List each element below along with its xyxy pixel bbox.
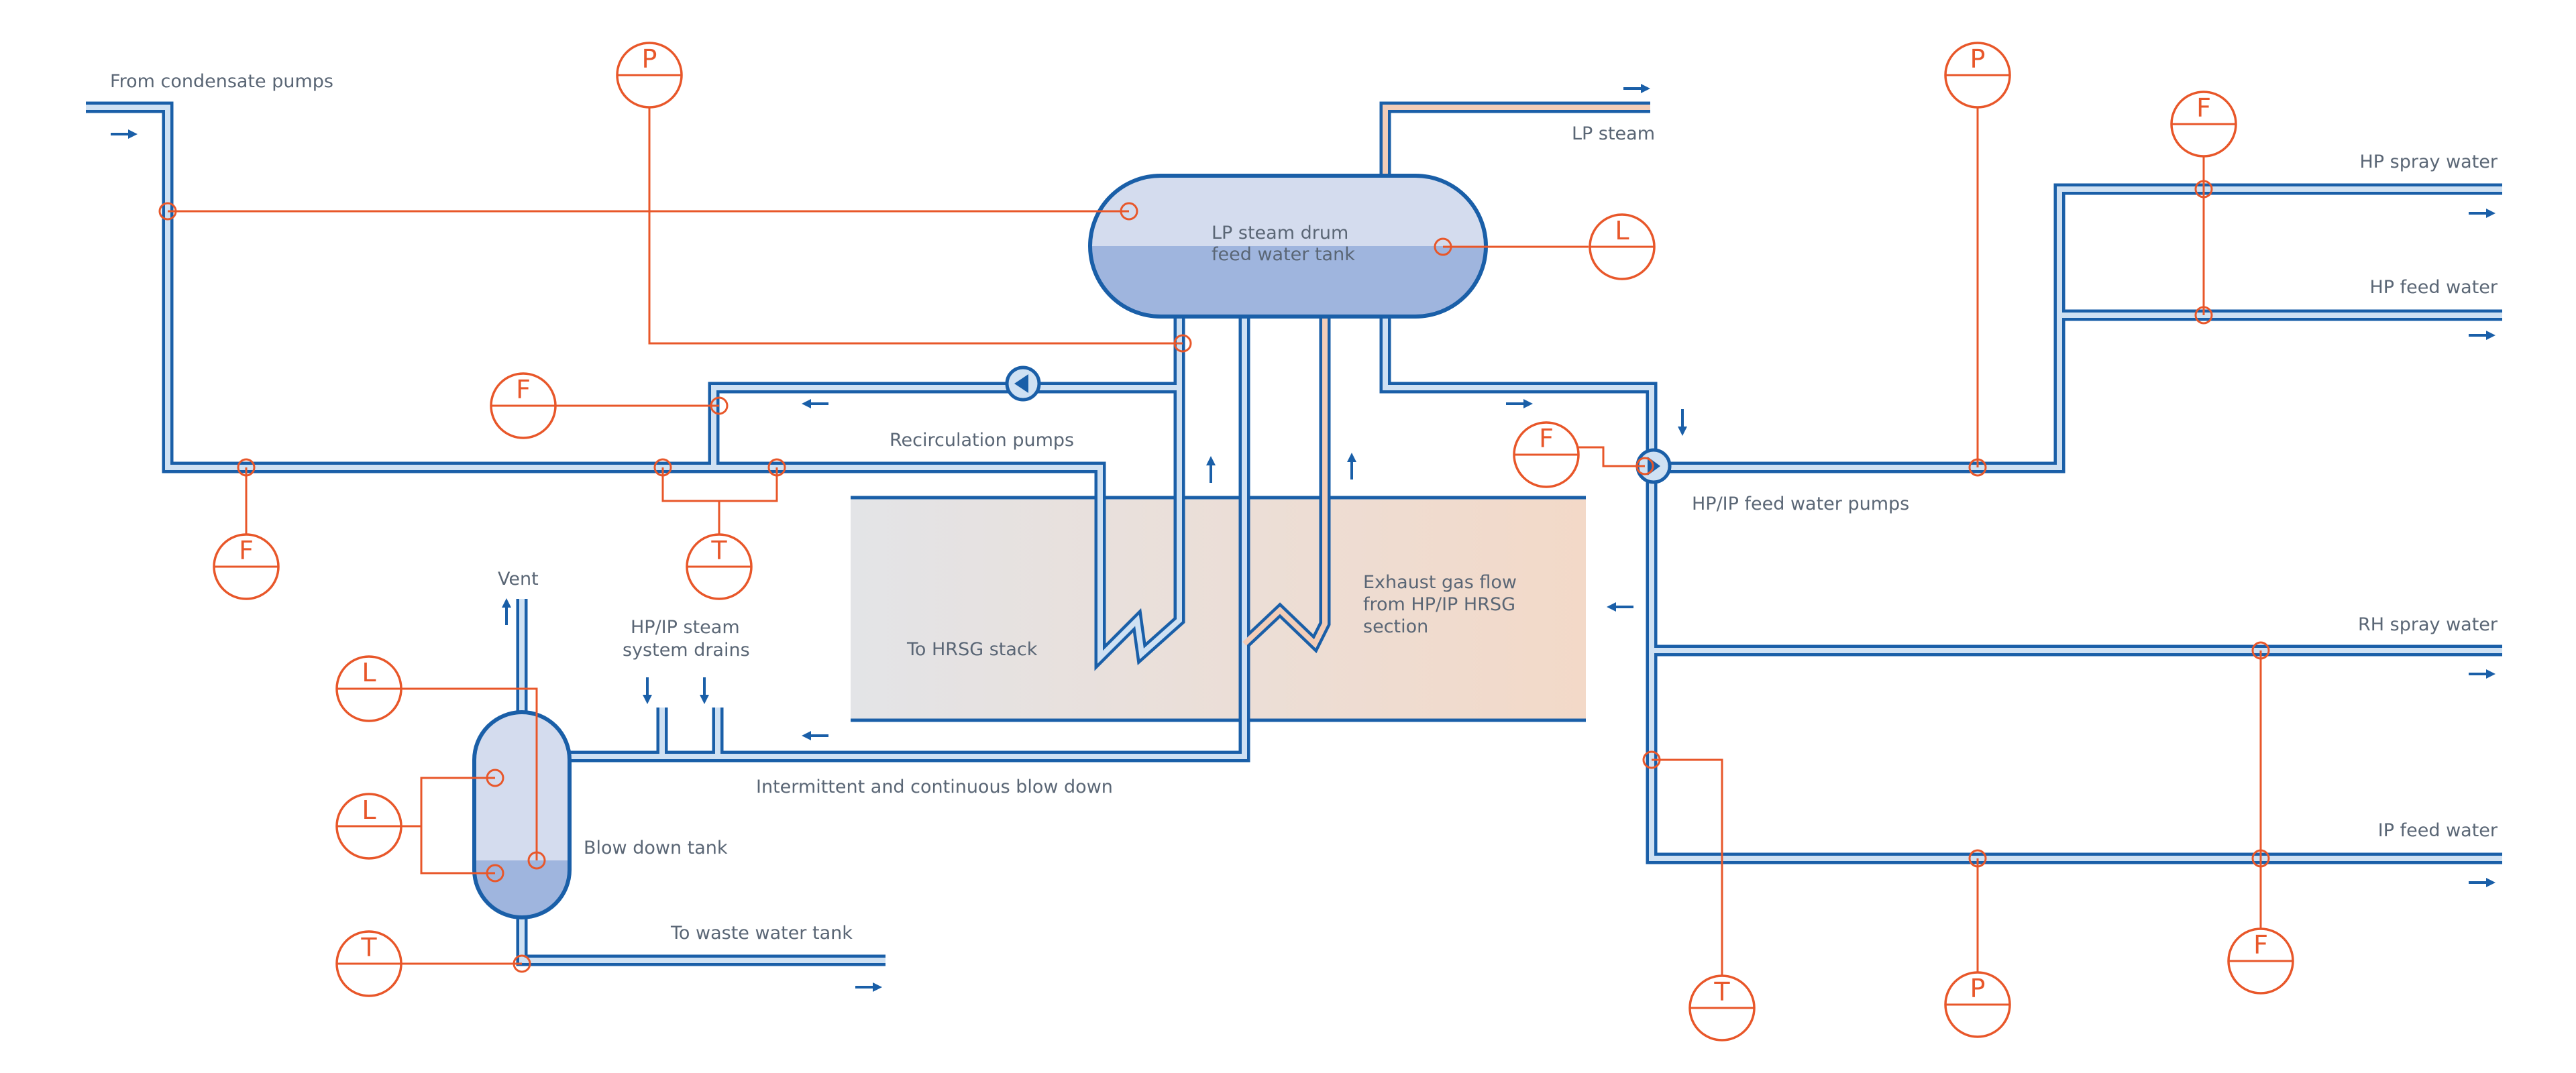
svg-text:L: L <box>1615 216 1629 245</box>
drum-label-line1: LP steam drum <box>1212 223 1348 243</box>
label-hpip-pumps: HP/IP feed water pumps <box>1692 494 1909 514</box>
arrow-right-icon <box>2469 331 2496 340</box>
svg-text:T: T <box>710 536 727 565</box>
arrow-right-icon <box>2469 669 2496 679</box>
arrow-up-icon <box>1206 456 1216 483</box>
label-drains-line2: system drains <box>623 640 750 661</box>
arrow-right-icon <box>1623 84 1650 93</box>
svg-text:F: F <box>516 375 531 404</box>
pipe-network-fill <box>86 105 2502 963</box>
pressure-indicator-bottom: P <box>1944 971 2011 1038</box>
arrow-right-icon <box>1506 399 1533 408</box>
svg-text:F: F <box>1539 424 1554 453</box>
temperature-indicator-bottom: T <box>1688 974 1756 1041</box>
label-exhaust-line1: Exhaust gas flow <box>1363 572 1517 593</box>
label-from-condensate: From condensate pumps <box>110 71 333 92</box>
arrow-down-icon <box>1678 409 1687 436</box>
label-rh-spray: RH spray water <box>2358 614 2498 635</box>
recirculation-pump <box>1005 365 1041 402</box>
svg-text:P: P <box>1970 44 1986 74</box>
svg-text:L: L <box>362 795 376 825</box>
drum-label-line2: feed water tank <box>1212 244 1355 265</box>
flow-indicator-left: F <box>213 533 280 600</box>
signal-lines <box>168 75 2262 976</box>
label-blowdown: Intermittent and continuous blow down <box>756 777 1113 797</box>
label-ip-feed: IP feed water <box>2378 820 2498 841</box>
arrow-down-icon <box>643 677 652 704</box>
flow-indicator-pumps: F <box>1513 421 1580 488</box>
arrow-left-icon <box>1607 602 1633 612</box>
arrow-left-icon <box>802 399 828 408</box>
level-indicator-tank-lower: L <box>335 793 402 860</box>
svg-text:T: T <box>360 933 377 962</box>
pressure-indicator-top-right: P <box>1944 42 2011 109</box>
tap-points <box>158 180 2270 973</box>
svg-text:F: F <box>2196 93 2211 123</box>
lp-steam-drum: LP steam drum feed water tank <box>1088 174 1488 319</box>
arrow-down-icon <box>700 677 709 704</box>
arrow-right-icon <box>111 129 138 139</box>
svg-text:T: T <box>1713 977 1730 1007</box>
arrow-up-icon <box>1347 453 1356 479</box>
level-indicator-drum: L <box>1589 213 1656 280</box>
flow-indicator-bottom: F <box>2227 927 2294 995</box>
label-exhaust-line3: section <box>1363 616 1428 637</box>
arrow-left-icon <box>802 731 828 740</box>
temperature-indicator-recirc: T <box>686 533 753 600</box>
label-to-stack: To HRSG stack <box>906 639 1038 660</box>
arrow-right-icon <box>855 982 882 992</box>
svg-text:F: F <box>239 536 254 565</box>
blow-down-tank <box>472 710 572 919</box>
label-recirculation-pumps: Recirculation pumps <box>890 430 1074 451</box>
hrsg-gas-section <box>851 496 1586 722</box>
svg-text:L: L <box>362 658 376 687</box>
arrow-up-icon <box>502 598 511 625</box>
label-blowdown-tank: Blow down tank <box>584 838 728 858</box>
arrow-right-icon <box>2469 878 2496 887</box>
label-vent: Vent <box>498 569 539 589</box>
label-hp-feed: HP feed water <box>2369 277 2498 298</box>
flow-indicator-recirc: F <box>490 372 557 439</box>
svg-text:P: P <box>1970 974 1986 1003</box>
flow-indicator-top-right: F <box>2170 91 2237 158</box>
arrow-right-icon <box>2469 209 2496 218</box>
instrument-bubbles: P L F F T F P <box>213 42 2294 1041</box>
level-indicator-tank-upper: L <box>335 655 402 722</box>
svg-text:F: F <box>2253 930 2268 960</box>
label-exhaust-line2: from HP/IP HRSG <box>1363 594 1515 615</box>
label-hp-spray: HP spray water <box>2359 152 2498 172</box>
label-drains-line1: HP/IP steam <box>631 617 740 638</box>
temperature-indicator-tank: T <box>335 930 402 997</box>
diagram-labels: From condensate pumps LP steam Recircula… <box>110 71 2498 944</box>
label-lp-steam: LP steam <box>1572 123 1655 144</box>
svg-text:P: P <box>642 44 657 74</box>
label-to-waste: To waste water tank <box>670 923 853 944</box>
flow-arrows <box>111 84 2496 992</box>
pressure-indicator-top-left: P <box>616 42 683 109</box>
